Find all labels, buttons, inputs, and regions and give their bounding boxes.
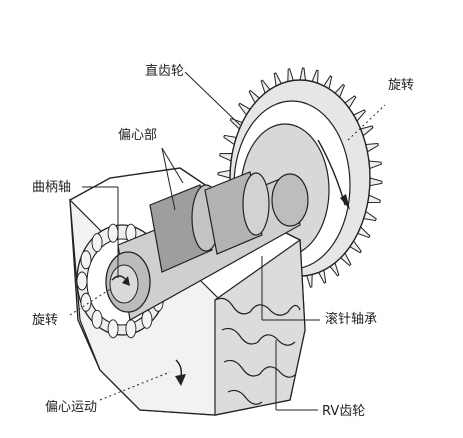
needle-roller xyxy=(125,319,137,339)
label-eccentric-motion: 偏心运动 xyxy=(45,400,98,415)
needle-roller xyxy=(76,271,88,291)
gear-tooth xyxy=(368,160,382,170)
label-eccentric: 偏心部 xyxy=(118,128,158,143)
label-rv-gear: RV齿轮 xyxy=(322,404,366,419)
gear-tooth xyxy=(367,194,381,204)
needle-roller xyxy=(107,223,119,243)
gear-tooth xyxy=(287,68,294,83)
gear-tooth xyxy=(369,177,383,187)
needle-roller xyxy=(80,250,92,270)
label-rotation-top: 旋转 xyxy=(388,78,415,93)
gear-tooth xyxy=(219,152,233,162)
needle-roller xyxy=(91,309,103,329)
label-spur-gear: 直齿轮 xyxy=(145,64,185,79)
label-crankshaft: 曲柄轴 xyxy=(32,180,72,195)
rotation-arrow-icon xyxy=(111,139,350,386)
label-rotation-left: 旋转 xyxy=(32,313,59,328)
needle-roller xyxy=(107,319,119,339)
leader-lines xyxy=(69,71,386,411)
needle-roller xyxy=(80,292,92,312)
needle-roller xyxy=(91,233,103,253)
gear-tooth xyxy=(306,273,313,288)
gear-tooth xyxy=(217,169,231,179)
label-needle-bearing: 滚针轴承 xyxy=(325,312,378,327)
crankshaft xyxy=(105,171,309,321)
gear-tooth xyxy=(299,67,307,81)
